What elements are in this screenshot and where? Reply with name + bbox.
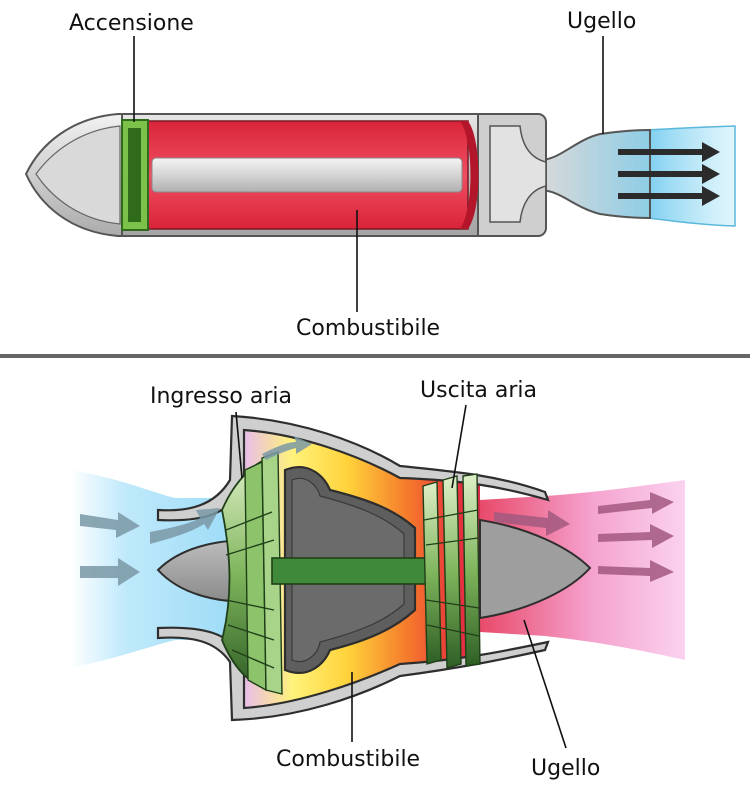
label-nozzle-jet: Ugello bbox=[531, 756, 600, 781]
outflow-arrow bbox=[598, 524, 674, 548]
rocket-exhaust-arrows bbox=[618, 142, 720, 206]
exhaust-arrow bbox=[618, 142, 720, 162]
jet-casing-bottom bbox=[156, 626, 550, 722]
inflow-arrow bbox=[80, 558, 140, 586]
label-air-outlet: Uscita aria bbox=[420, 378, 537, 403]
rocket-nose-inner bbox=[35, 125, 121, 225]
exhaust-arrow bbox=[618, 164, 720, 184]
jet-turbine bbox=[422, 473, 481, 669]
jet-outflow-arrows bbox=[494, 492, 674, 582]
jet-fan bbox=[221, 450, 283, 695]
turbine-blade-row bbox=[462, 473, 481, 667]
fan-blade-detail bbox=[225, 511, 275, 669]
label-ignition: Accensione bbox=[69, 11, 194, 36]
inflow-arrow bbox=[150, 508, 220, 544]
outflow-arrow bbox=[598, 560, 674, 582]
leader-line-air-outlet bbox=[451, 404, 467, 489]
rocket-throat bbox=[489, 125, 547, 223]
jet-inflow-arrows bbox=[80, 436, 312, 586]
inflow-arrow-bypass bbox=[262, 436, 312, 460]
jet-engine-diagram: Ingresso aria Uscita aria Combustibile U… bbox=[70, 378, 685, 781]
leader-line-nozzle-jet bbox=[523, 619, 567, 749]
jet-casing-top bbox=[156, 414, 550, 522]
rocket-fuel-end-cap bbox=[460, 121, 479, 229]
jet-exhaust-cone bbox=[479, 518, 592, 620]
rocket-diagram: Accensione Ugello Combustibile bbox=[24, 9, 736, 341]
leader-line-air-intake bbox=[235, 411, 243, 479]
label-nozzle-rocket: Ugello bbox=[567, 9, 636, 34]
rocket-fuel-core bbox=[151, 157, 463, 193]
jet-shaft bbox=[271, 557, 431, 585]
rocket-igniter-core bbox=[128, 128, 141, 222]
label-fuel-jet: Combustibile bbox=[276, 747, 420, 772]
inflow-arrow bbox=[80, 512, 140, 538]
label-fuel-rocket: Combustibile bbox=[296, 316, 440, 341]
outflow-arrow bbox=[494, 510, 570, 536]
turbine-blade-detail bbox=[423, 509, 480, 637]
turbine-blade-row bbox=[442, 475, 462, 669]
outflow-arrow bbox=[598, 492, 674, 514]
turbine-blade-row bbox=[422, 481, 442, 665]
exhaust-arrow bbox=[618, 186, 720, 206]
label-air-intake: Ingresso aria bbox=[150, 384, 292, 409]
section-divider bbox=[0, 354, 750, 358]
